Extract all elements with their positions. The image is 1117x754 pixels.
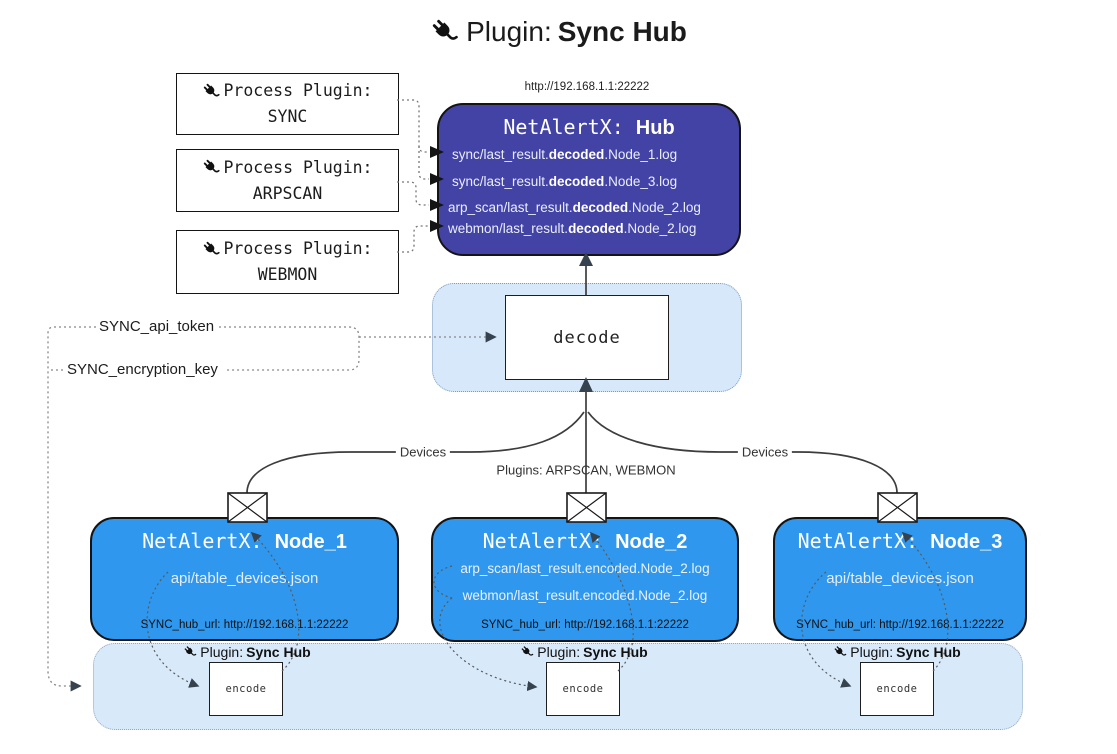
node-3-box: NetAlertX: Node_3 api/table_devices.json… [773,517,1027,641]
sync-hub-plugin-label: Plugin: Sync Hub [833,644,961,660]
hub-log-line: arp_scan/last_result.decoded.Node_2.log [448,200,701,215]
hub-title: NetAlertX: Hub [503,115,675,139]
page-title-pre: Plugin: [466,16,552,47]
node-1-box: NetAlertX: Node_1 api/table_devices.json… [90,517,399,641]
plugins-label: Plugins: ARPSCAN, WEBMON [496,462,676,478]
plug-icon [202,240,221,259]
node-footer: SYNC_hub_url: http://192.168.1.1:22222 [140,619,349,631]
process-plugin-box-webmon: Process Plugin: WEBMON [176,230,399,294]
process-plugin-heading: Process Plugin: [202,155,373,181]
encode-box-1: encode [209,662,283,716]
hub-log-line: webmon/last_result.decoded.Node_2.log [448,221,697,236]
encode-box-3: encode [860,662,934,716]
decode-box: decode [505,295,669,380]
node-file-line: webmon/last_result.encoded.Node_2.log [462,588,708,603]
sync-encryption-key-label: SYNC_encryption_key [64,361,221,378]
hub-url: http://192.168.1.1:22222 [524,81,650,93]
node-title: NetAlertX: Node_1 [142,529,347,553]
sync-hub-plugin-label: Plugin: Sync Hub [520,644,648,660]
node-file-line: arp_scan/last_result.encoded.Node_2.log [460,561,710,576]
node-file-line: api/table_devices.json [826,570,974,587]
node-file-line: api/table_devices.json [170,570,319,587]
plug-icon [183,645,197,659]
plug-icon [202,158,221,177]
hub-box: NetAlertX: Hub sync/last_result.decoded.… [437,103,741,256]
process-plugin-heading: Process Plugin: [202,236,373,262]
devices-label-left: Devices [395,444,451,460]
node-title: NetAlertX: Node_2 [482,529,688,553]
node-2-box: NetAlertX: Node_2 arp_scan/last_result.e… [431,517,739,642]
process-plugin-heading: Process Plugin: [202,78,373,104]
process-plugin-box-sync: Process Plugin: SYNC [176,73,399,135]
process-plugin-name: WEBMON [257,265,318,284]
node-footer: SYNC_hub_url: http://192.168.1.1:22222 [481,619,689,631]
node-footer: SYNC_hub_url: http://192.168.1.1:22222 [796,619,1004,631]
plug-icon [520,645,534,659]
plug-icon [430,17,460,47]
encode-box-2: encode [546,662,620,716]
devices-label-right: Devices [737,444,793,460]
sync-hub-plugin-label: Plugin: Sync Hub [183,644,311,660]
page-title-bold: Sync Hub [557,16,687,47]
process-to-hub-wires [397,99,429,253]
hub-log-line: sync/last_result.decoded.Node_1.log [452,147,678,162]
process-plugin-name: ARPSCAN [252,183,323,203]
process-plugin-box-arpscan: Process Plugin: ARPSCAN [176,149,399,212]
plug-icon [833,645,847,659]
sync-api-token-label: SYNC_api_token [96,318,218,335]
hub-log-line: sync/last_result.decoded.Node_3.log [452,173,678,189]
page-title: Plugin: Sync Hub [0,16,1117,48]
process-plugin-name: SYNC [267,107,308,126]
node-title: NetAlertX: Node_3 [797,529,1003,553]
plug-icon [202,82,221,101]
